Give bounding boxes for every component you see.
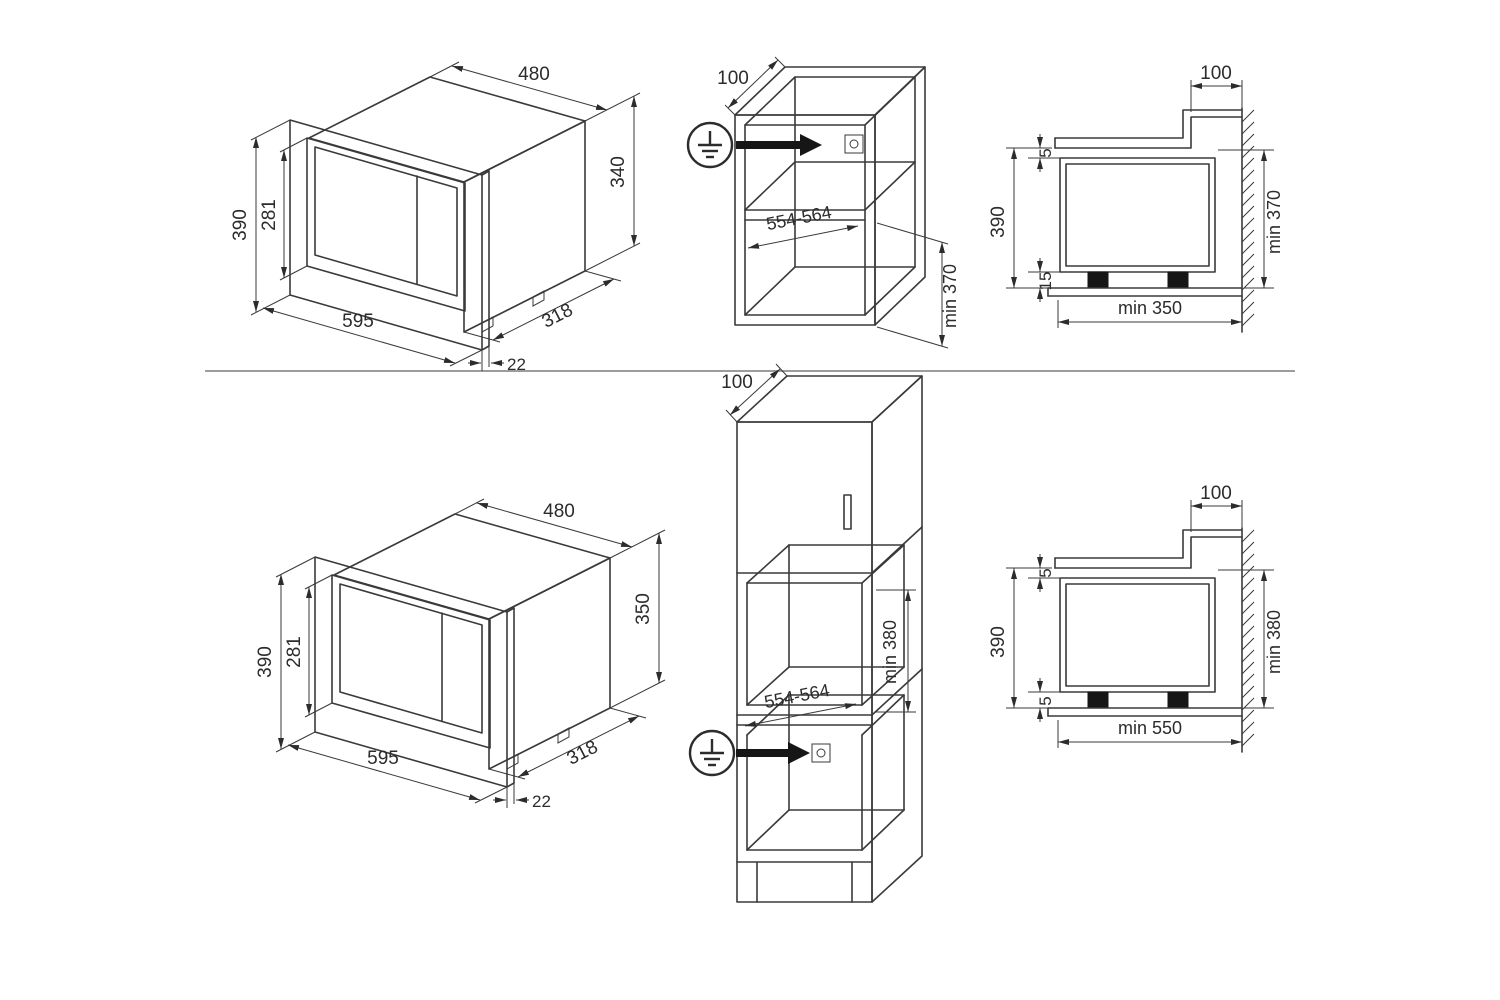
dim-niche-depth: min 350 — [1118, 298, 1182, 318]
bottom-column-cabinet: 100 554-564 min 380 — [688, 363, 923, 903]
bottom-panel — [1047, 707, 1243, 717]
microwave-body — [308, 76, 586, 351]
dim-width-front: 595 — [342, 311, 374, 332]
top-panel — [1054, 109, 1243, 149]
dim-wall-offset: 100 — [1200, 483, 1232, 504]
door-handle — [843, 494, 852, 530]
dim-width-top: 480 — [518, 64, 550, 85]
dim-niche-height: min 370 — [940, 264, 960, 328]
microwave-front-frame — [314, 556, 508, 788]
dim-width-front: 595 — [367, 748, 399, 769]
top-side-section: 100 390 5 15 min 370 min 350 — [988, 63, 1284, 333]
top-section-dimensions: 100 390 5 15 min 370 min 350 — [988, 63, 1284, 328]
dim-top-depth: 100 — [721, 372, 753, 393]
bottom-iso-dimensions: 480 390 281 350 595 318 22 — [255, 498, 666, 811]
microwave-front-frame — [289, 119, 483, 351]
power-socket — [844, 134, 864, 154]
dim-height-back: 350 — [633, 593, 654, 625]
earth-ground-icon — [688, 729, 736, 777]
power-socket — [811, 743, 831, 763]
foot — [1087, 691, 1109, 709]
appliance-section — [1059, 157, 1216, 289]
bottom-side-section: 100 390 5 5 min 380 min 550 — [988, 483, 1284, 753]
dim-height-door: 281 — [284, 636, 305, 668]
dim-niche-width: 554-564 — [763, 680, 832, 712]
dim-height-back: 340 — [608, 156, 629, 188]
wall — [1241, 527, 1255, 753]
dim-height-front: 390 — [255, 646, 276, 678]
top-panel — [1054, 529, 1243, 569]
dim-depth: 318 — [564, 737, 602, 770]
dim-niche-height: min 370 — [1264, 190, 1284, 254]
cabinet-box — [734, 66, 926, 326]
dim-gap-bottom: 5 — [1036, 696, 1055, 705]
connection-arrow — [736, 742, 810, 764]
wall — [1241, 107, 1255, 333]
bottom-iso-microwave: 480 390 281 350 595 318 22 — [255, 498, 666, 811]
dim-niche-height: min 380 — [1264, 610, 1284, 674]
foot — [1087, 271, 1109, 289]
dim-wall-offset: 100 — [1200, 63, 1232, 84]
connection-arrow — [736, 134, 822, 156]
dim-width-top: 480 — [543, 501, 575, 522]
appliance-section — [1059, 577, 1216, 709]
dim-front-height: 390 — [988, 626, 1009, 658]
dim-depth: 318 — [539, 300, 577, 333]
dim-gap-bottom: 15 — [1036, 272, 1055, 291]
dim-height-door: 281 — [259, 199, 280, 231]
earth-ground-icon — [686, 121, 734, 169]
foot — [1167, 691, 1189, 709]
dim-niche-height: min 380 — [880, 620, 900, 684]
dim-height-front: 390 — [230, 209, 251, 241]
dim-top-depth: 100 — [717, 68, 749, 89]
dim-niche-depth: min 550 — [1118, 718, 1182, 738]
bottom-cabinet-dimensions: 100 554-564 min 380 — [721, 363, 916, 727]
dim-frame-thickness: 22 — [532, 792, 551, 811]
dim-front-height: 390 — [988, 206, 1009, 238]
foot — [1167, 271, 1189, 289]
dim-frame-thickness: 22 — [507, 355, 526, 374]
top-niche-cabinet: 100 554-564 min 370 — [686, 56, 960, 349]
bottom-panel — [1047, 287, 1243, 297]
dim-niche-width: 554-564 — [765, 202, 834, 234]
dim-gap-top: 5 — [1036, 568, 1055, 577]
top-iso-dimensions: 480 390 281 340 595 318 22 — [230, 61, 641, 374]
microwave-body — [333, 513, 611, 788]
dim-gap-top: 5 — [1036, 148, 1055, 157]
top-iso-microwave: 480 390 281 340 595 318 22 — [230, 61, 641, 374]
bottom-section-dimensions: 100 390 5 5 min 380 min 550 — [988, 483, 1284, 748]
